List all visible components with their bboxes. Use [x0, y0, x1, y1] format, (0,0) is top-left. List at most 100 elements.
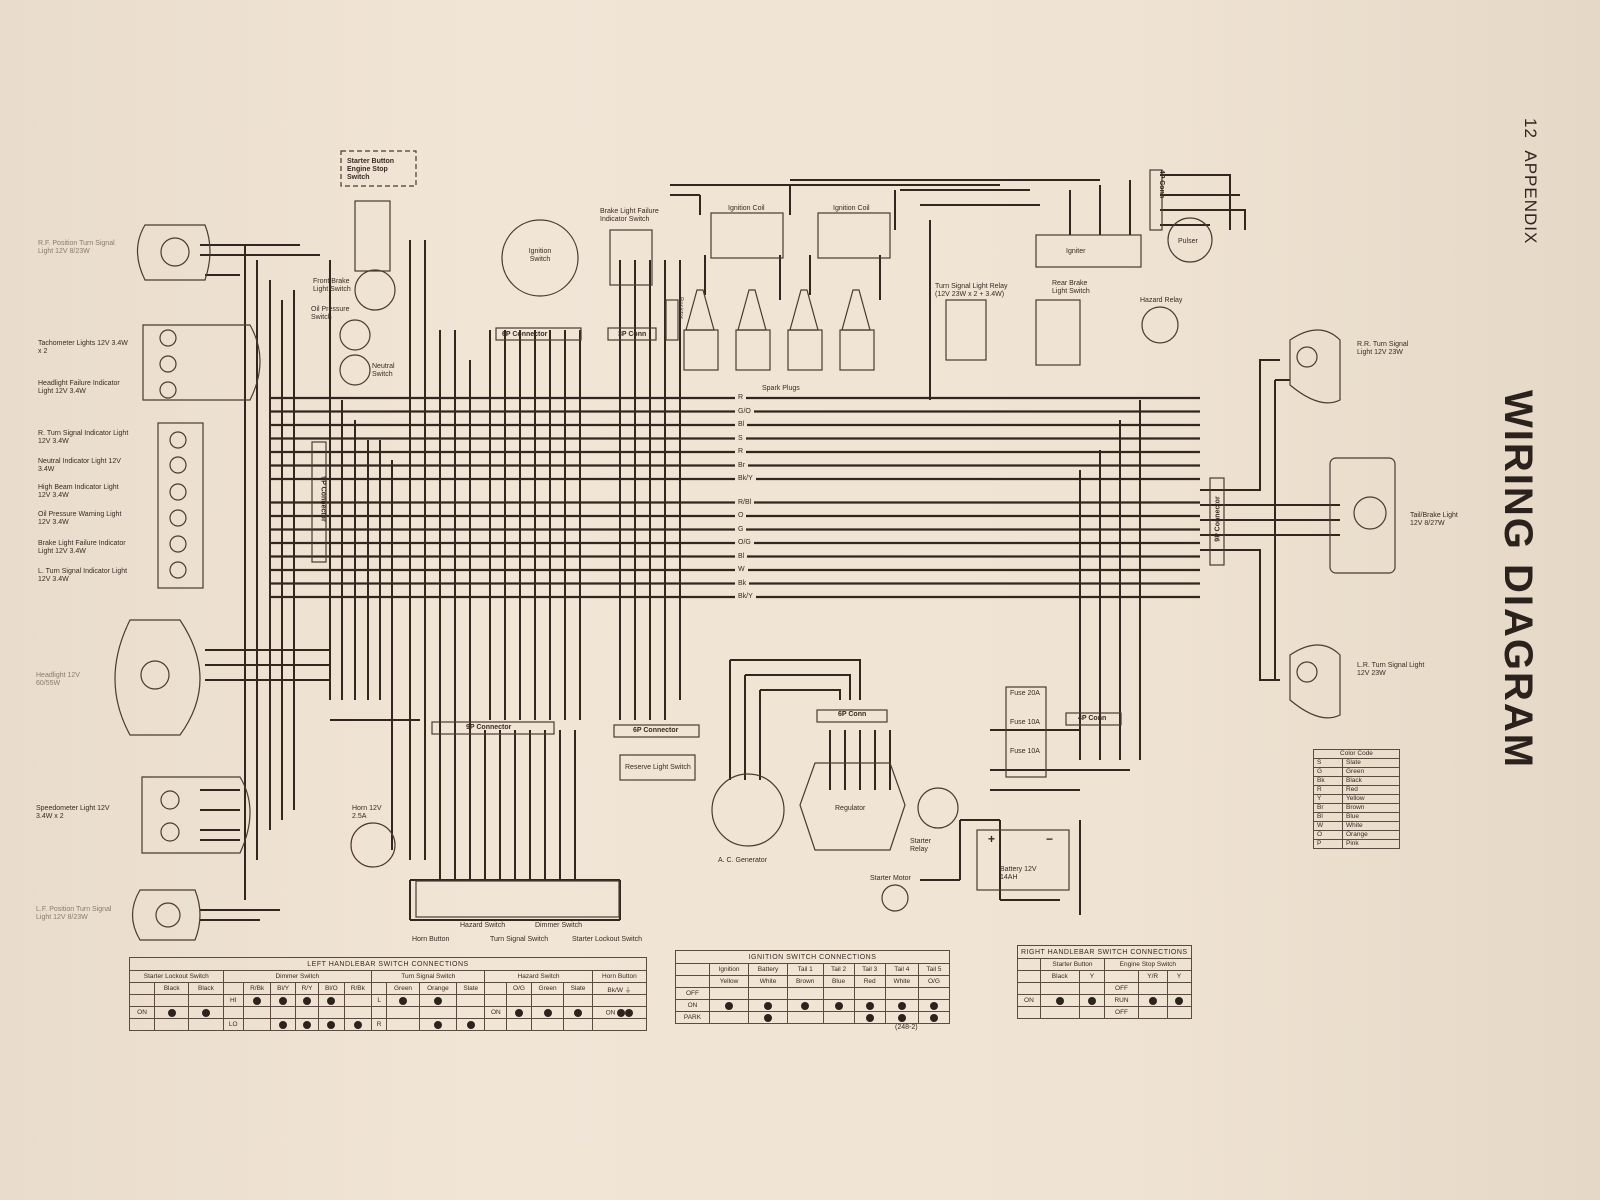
connection-dot [897, 1013, 906, 1022]
connection-dot [303, 1020, 311, 1029]
label-4p-conn-right: 4P Conn [1078, 715, 1107, 722]
color-code-name: Yellow [1342, 794, 1400, 804]
ign-color-7: O/G [917, 975, 951, 988]
col-turn-3: Slate [456, 982, 486, 995]
label-reserve-light-switch: Reserve Light Switch [625, 764, 691, 771]
col-stop-1: Y/R [1137, 970, 1168, 983]
label-6p-connector-top: 6P Connector [502, 331, 548, 338]
row-lo: LO [222, 1018, 244, 1031]
right-handlebar-title: RIGHT HANDLEBAR SWITCH CONNECTIONS [1017, 945, 1192, 959]
ign-col-6: Tail 4 [884, 963, 919, 976]
connection-dot [279, 1020, 288, 1029]
connection-dot [466, 1020, 475, 1029]
label-headlight-failure: Headlight Failure Indicator Light 12V 3.… [38, 380, 120, 395]
bus-wire-label: S [735, 434, 746, 443]
color-code-abbrev: S [1313, 758, 1343, 768]
color-code-name: Orange [1342, 830, 1400, 840]
color-code-name: Pink [1342, 839, 1400, 849]
label-hazard-switch: Hazard Switch [460, 922, 506, 929]
label-tach-lights: Tachometer Lights 12V 3.4W x 2 [38, 340, 128, 355]
connection-dot [433, 1020, 442, 1029]
label-4p-conn-top: 4P Conn [1158, 169, 1166, 199]
ign-row-park: PARK [675, 1011, 710, 1024]
label-fuse-20a: Fuse 20A [1010, 690, 1040, 697]
col-lockout-2: Black [188, 982, 224, 995]
connection-dot [764, 1001, 772, 1010]
connection-dot [1055, 996, 1064, 1005]
col-dimmer-5: R/Bk [343, 982, 373, 995]
color-code-abbrev: Bl [1313, 812, 1343, 822]
group-turn-signal: Turn Signal Switch [371, 970, 486, 983]
bus-wire-label: R [735, 448, 747, 456]
label-high-beam-indicator: High Beam Indicator Light 12V 3.4W [38, 484, 119, 499]
bus-wire-label: Bk/Y [735, 593, 756, 601]
label-battery: Battery 12V 14AH [1000, 866, 1037, 881]
label-starter-lockout: Starter Lockout Switch [572, 936, 643, 943]
label-starter-engine-stop: Starter Button Engine Stop Switch [347, 158, 395, 181]
col-hazard-3: Slate [563, 982, 593, 995]
col-lockout-1: Black [154, 982, 190, 995]
connection-dot [1087, 996, 1096, 1005]
connection-dot [625, 1008, 634, 1017]
color-code-abbrev: Y [1313, 794, 1343, 804]
connection-dot [929, 1001, 938, 1010]
col-dimmer-4: Bl/O [318, 982, 345, 995]
group-dimmer: Dimmer Switch [222, 970, 373, 983]
connection-dot [279, 996, 288, 1005]
label-9p-connector-bottom: 9P Connector [466, 724, 512, 731]
label-6p-conn-reg: 6P Conn [838, 711, 867, 718]
color-code-abbrev: Br [1313, 803, 1343, 813]
row-hi: HI [222, 994, 244, 1007]
battery-minus-terminal: − [1046, 832, 1054, 846]
group-horn: Horn Button [591, 970, 648, 983]
col-stop-2: Y [1166, 970, 1192, 983]
connection-dot [327, 1020, 336, 1029]
label-neutral-switch: Neutral Switch [372, 363, 395, 378]
ign-col-7: Tail 5 [917, 963, 951, 976]
bus-wire-label: Bk/Y [735, 475, 756, 483]
ign-col-3: Tail 1 [786, 963, 824, 976]
label-ignition-switch: Ignition Switch [528, 248, 552, 263]
connection-dot [303, 996, 311, 1005]
connection-dot [167, 1008, 176, 1017]
label-ignition-coil-2: Ignition Coil [833, 205, 870, 212]
color-code-abbrev: P [1313, 839, 1343, 849]
connection-dot [617, 1008, 626, 1017]
group-starter-lockout: Starter Lockout Switch [129, 970, 224, 983]
connection-dot [514, 1008, 523, 1017]
label-oil-warning: Oil Pressure Warning Light 12V 3.4W [38, 511, 122, 526]
bus-wire-label: G/O [735, 407, 754, 416]
group-starter-button: Starter Button [1039, 958, 1106, 971]
connection-dot [353, 1020, 362, 1029]
label-ac-generator: A. C. Generator [718, 857, 768, 864]
label-6p-connector-reserve: 6P Connector [633, 727, 679, 734]
label-9p-connector-left: 9P Connector [319, 476, 327, 522]
label-neutral-indicator: Neutral Indicator Light 12V 3.4W [38, 458, 121, 473]
col-turn-1: Green [386, 982, 420, 995]
label-3p-conn: 3P Conn [618, 331, 647, 338]
row-horn-on: ON [605, 1009, 616, 1017]
label-rf-turn-signal: R.F. Position Turn Signal Light 12V 8/23… [38, 240, 115, 255]
col-horn-ground-icon: ⏚ [624, 986, 632, 994]
bus-wire-label: O/G [735, 539, 754, 547]
label-tail-brake-light: Tail/Brake Light 12V 8/27W [1410, 512, 1458, 527]
label-lr-turn-signal: L.R. Turn Signal Light 12V 23W [1357, 662, 1425, 677]
connection-dot [764, 1013, 772, 1022]
label-turn-relay: Turn Signal Light Relay (12V 23W x 2 + 3… [935, 283, 1008, 298]
color-code-name: Green [1342, 767, 1400, 777]
figure-code: (248-2) [895, 1024, 918, 1031]
stop-row-off-1: OFF [1104, 982, 1139, 995]
label-starter-relay: Starter Relay [910, 838, 932, 853]
color-code-abbrev: O [1313, 830, 1343, 840]
battery-plus-terminal: + [988, 832, 996, 846]
connection-dot [574, 1008, 583, 1017]
color-code-title: Color Code [1313, 749, 1400, 759]
label-fuse-10a-1: Fuse 10A [1010, 719, 1040, 726]
